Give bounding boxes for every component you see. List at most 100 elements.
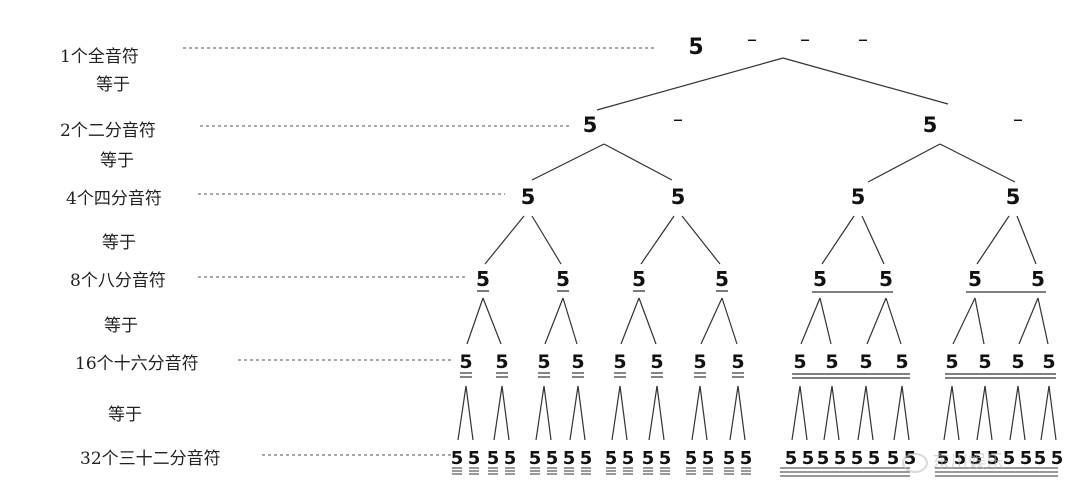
thirtysecond-note-18: 5 (802, 448, 815, 469)
thirtysecond-note-1: 5 (451, 448, 464, 469)
branch-line (799, 385, 808, 441)
thirtysecond-note-22: 5 (868, 448, 881, 469)
branch-line (729, 385, 739, 441)
branch-line (1037, 297, 1049, 345)
branch-line (857, 385, 867, 441)
half-note-2: 5 (923, 113, 938, 137)
sixteenth-note-5: 5 (613, 351, 626, 373)
branch-line (951, 385, 960, 441)
quarter-note-3: 5 (851, 185, 866, 209)
eighth-note-1: 5 (476, 267, 490, 291)
thirtysecond-note-28: 5 (987, 448, 1000, 469)
quarter-note-1: 5 (521, 185, 536, 209)
branch-line (482, 297, 502, 345)
branch-line (866, 297, 887, 345)
branch-line (700, 297, 723, 345)
branch-line (1018, 297, 1039, 345)
branch-line (466, 297, 484, 345)
whole-dash-1: – (747, 27, 757, 51)
whole-dash-2: – (800, 27, 810, 51)
branch-line (681, 215, 721, 265)
whole-note: 5 (688, 35, 703, 60)
branch-line (782, 57, 949, 105)
branch-line (1040, 385, 1050, 441)
eighth-note-2: 5 (556, 267, 570, 291)
branch-line (531, 143, 605, 181)
sixteenth-note-13: 5 (945, 351, 958, 373)
branch-line (596, 57, 784, 111)
branch-line (721, 297, 738, 345)
branch-line (543, 385, 552, 441)
watermark: 东川娱乐 (902, 448, 1004, 474)
sixteenth-note-10: 5 (825, 351, 838, 373)
watermark-text: 东川娱乐 (932, 452, 1004, 473)
eighth-note-6: 5 (879, 267, 893, 291)
thirtysecond-note-5: 5 (529, 448, 542, 469)
whole-dash-3: – (858, 27, 868, 51)
equals-label-3: 等于 (102, 233, 136, 253)
sixteenth-note-16: 5 (1042, 351, 1055, 373)
eighth-note-3: 5 (632, 267, 646, 291)
row-label-eighth: 8个八分音符 (70, 271, 166, 291)
branch-line (648, 385, 658, 441)
branch-line (861, 215, 885, 265)
branch-line (656, 385, 665, 441)
thirtysecond-note-10: 5 (622, 448, 635, 469)
branch-line (939, 143, 1016, 183)
equals-label-5: 等于 (108, 405, 142, 425)
branch-line (974, 297, 985, 345)
equals-label-4: 等于 (104, 316, 138, 336)
thirtysecond-note-29: 5 (1003, 448, 1016, 469)
sixteenth-note-9: 5 (793, 351, 806, 373)
row-label-thirtysecond: 32个三十二分音符 (80, 449, 221, 469)
branch-line (737, 385, 746, 441)
branch-line (691, 385, 701, 441)
thirtysecond-note-4: 5 (504, 448, 517, 469)
eighth-note-8: 5 (1031, 267, 1045, 291)
branch-line (493, 385, 503, 441)
branch-line (1017, 385, 1026, 441)
row-label-sixteenth: 16个十六分音符 (75, 354, 199, 374)
row-label-quarter: 4个四分音符 (66, 189, 162, 209)
thirtysecond-note-19: 5 (817, 448, 830, 469)
branch-line (699, 385, 708, 441)
sixteenth-note-11: 5 (859, 351, 872, 373)
sixteenth-note-14: 5 (978, 351, 991, 373)
thirtysecond-note-23: 5 (887, 448, 900, 469)
eighth-note-4: 5 (715, 267, 729, 291)
equals-label-1: 等于 (96, 75, 130, 95)
branch-line (901, 385, 910, 441)
branch-line (484, 215, 525, 265)
thirtysecond-note-16: 5 (740, 448, 753, 469)
thirtysecond-note-11: 5 (642, 448, 655, 469)
thirtysecond-note-27: 5 (970, 448, 983, 469)
sixteenth-note-15: 5 (1011, 351, 1024, 373)
branch-line (544, 297, 564, 345)
row-label-half: 2个二分音符 (60, 121, 156, 141)
branch-line (620, 297, 640, 345)
branch-line (976, 215, 1010, 265)
branch-line (1048, 385, 1057, 441)
branch-line (885, 297, 902, 345)
half-note-1: 5 (583, 113, 598, 137)
thirtysecond-note-20: 5 (834, 448, 847, 469)
thirtysecond-note-17: 5 (785, 448, 798, 469)
branch-line (457, 385, 467, 441)
branch-line (501, 385, 510, 441)
quarter-note-4: 5 (1006, 185, 1021, 209)
thirtysecond-note-14: 5 (702, 448, 715, 469)
thirtysecond-note-12: 5 (659, 448, 672, 469)
sixteenth-note-7: 5 (693, 351, 706, 373)
sixteenth-note-12: 5 (895, 351, 908, 373)
thirtysecond-note-15: 5 (723, 448, 736, 469)
branch-line (867, 143, 941, 183)
sixteenth-note-3: 5 (537, 351, 550, 373)
branch-line (531, 215, 562, 265)
sixteenth-note-8: 5 (731, 351, 744, 373)
row-label-whole: 1个全音符 (60, 47, 139, 67)
quarter-note-2: 5 (671, 185, 686, 209)
thirtysecond-note-26: 5 (954, 448, 967, 469)
branch-line (800, 297, 821, 345)
